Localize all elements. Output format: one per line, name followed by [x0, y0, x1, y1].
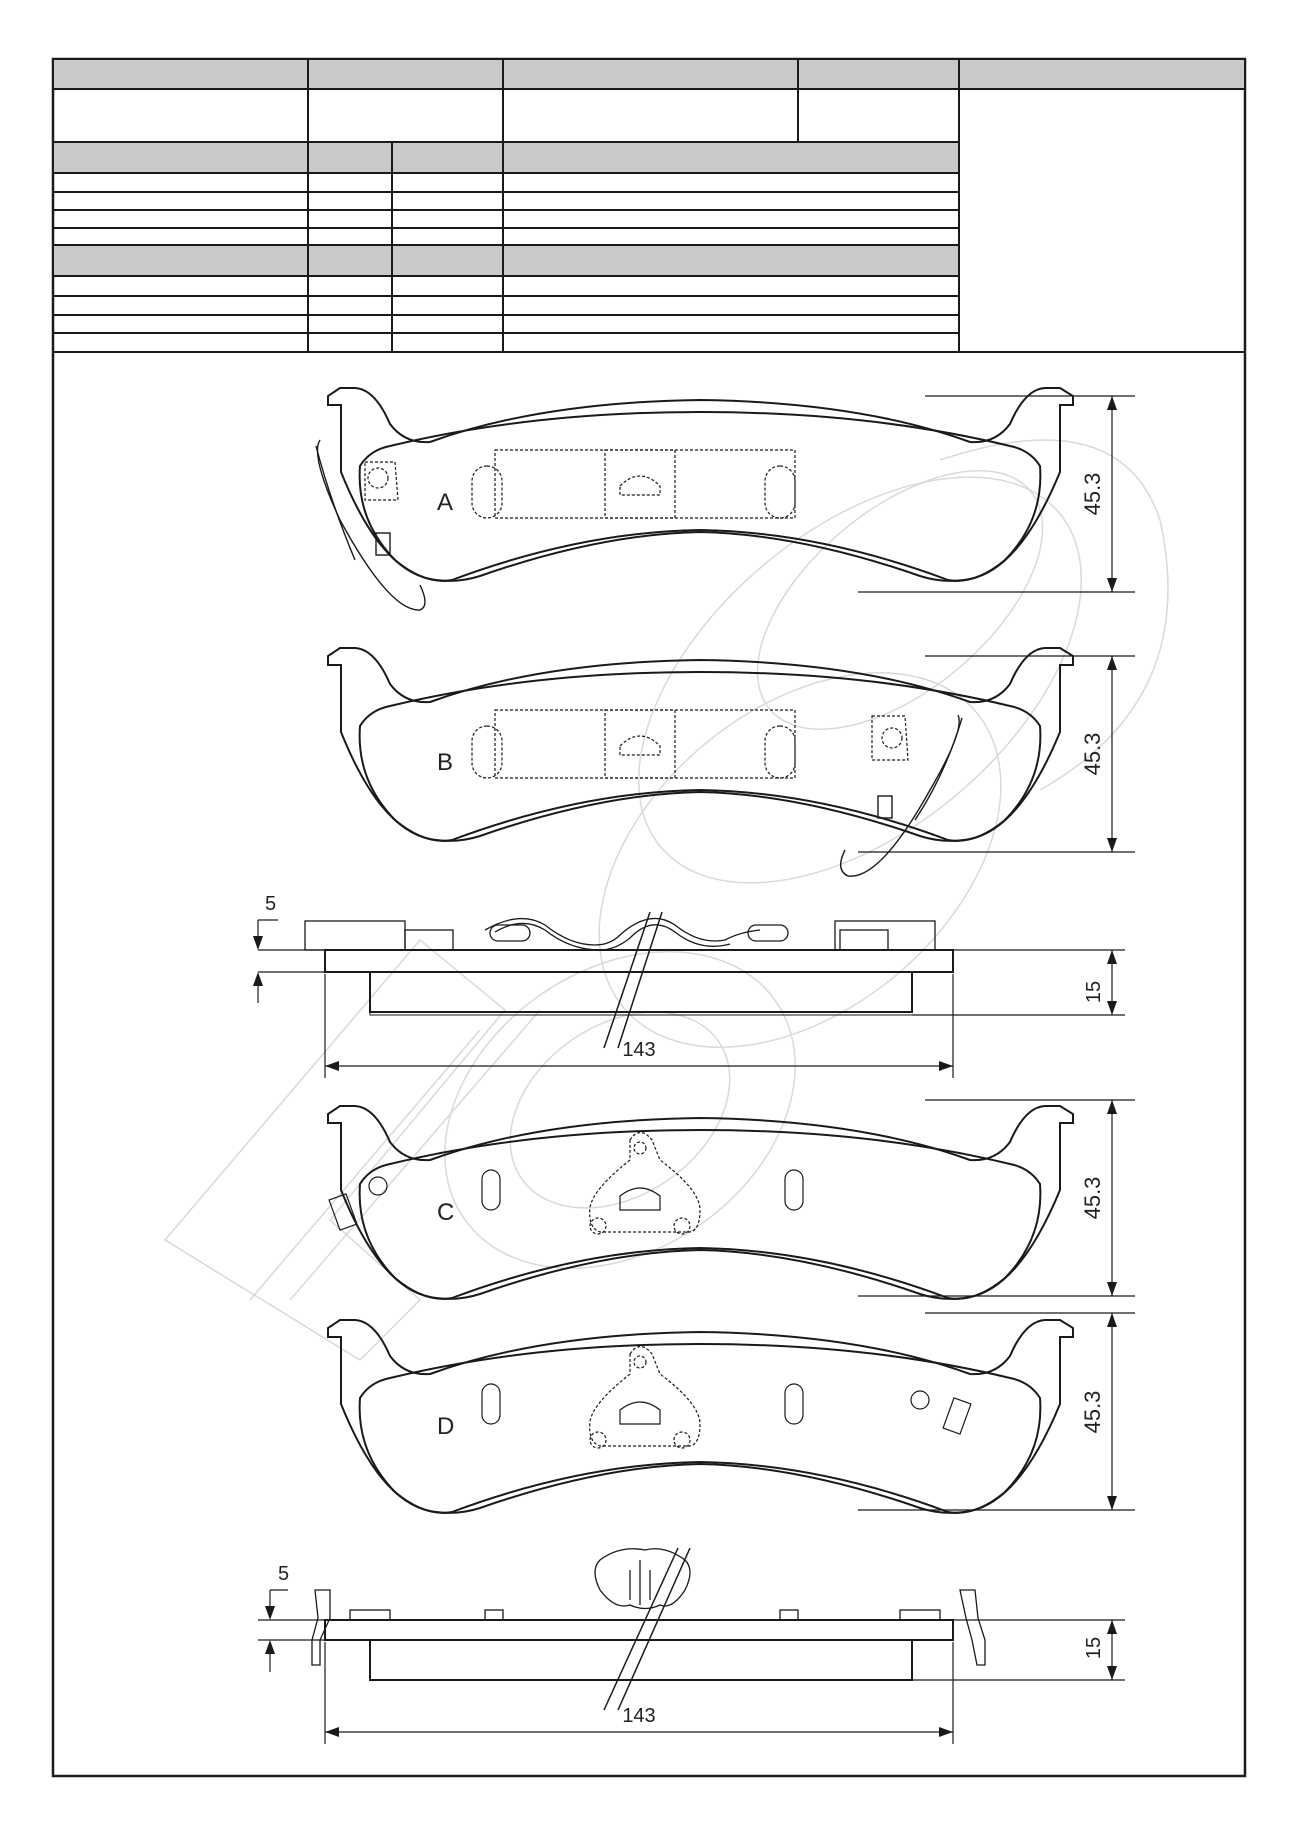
side-view-1-step-value: 5	[265, 893, 276, 915]
view-d-height-value: 45.3	[1080, 1391, 1105, 1434]
side-view-1-dimensions	[257, 919, 1125, 1078]
view-d-label: D	[437, 1413, 454, 1440]
side-view-2-step-value: 5	[278, 1563, 289, 1585]
view-d-pad	[327, 1319, 1074, 1514]
view-c-height-value: 45.3	[1080, 1177, 1105, 1220]
view-a-label: A	[437, 489, 453, 516]
view-a-pad	[315, 387, 1074, 611]
height-dimension-lines	[858, 395, 1135, 1511]
side-view-2-thickness-value: 15	[1083, 1637, 1105, 1659]
view-a-height-value: 45.3	[1080, 473, 1105, 516]
view-b-label: B	[437, 749, 453, 776]
side-view-1-width-value: 143	[622, 1039, 655, 1061]
side-view-2-width-value: 143	[622, 1705, 655, 1727]
view-b-height-value: 45.3	[1080, 733, 1105, 776]
view-c-label: C	[437, 1199, 454, 1226]
title-block-table	[52, 58, 1246, 353]
sheet-border	[51, 57, 1247, 1778]
view-c-pad	[327, 1105, 1074, 1300]
side-view-2	[311, 1547, 986, 1711]
side-view-1-thickness-value: 15	[1083, 981, 1105, 1003]
dimension-arrowheads	[253, 396, 1117, 1737]
watermark-logo	[163, 439, 1169, 1361]
side-view-1	[304, 911, 954, 1049]
side-view-2-dimensions	[258, 1589, 1125, 1744]
view-b-pad	[327, 647, 1074, 877]
